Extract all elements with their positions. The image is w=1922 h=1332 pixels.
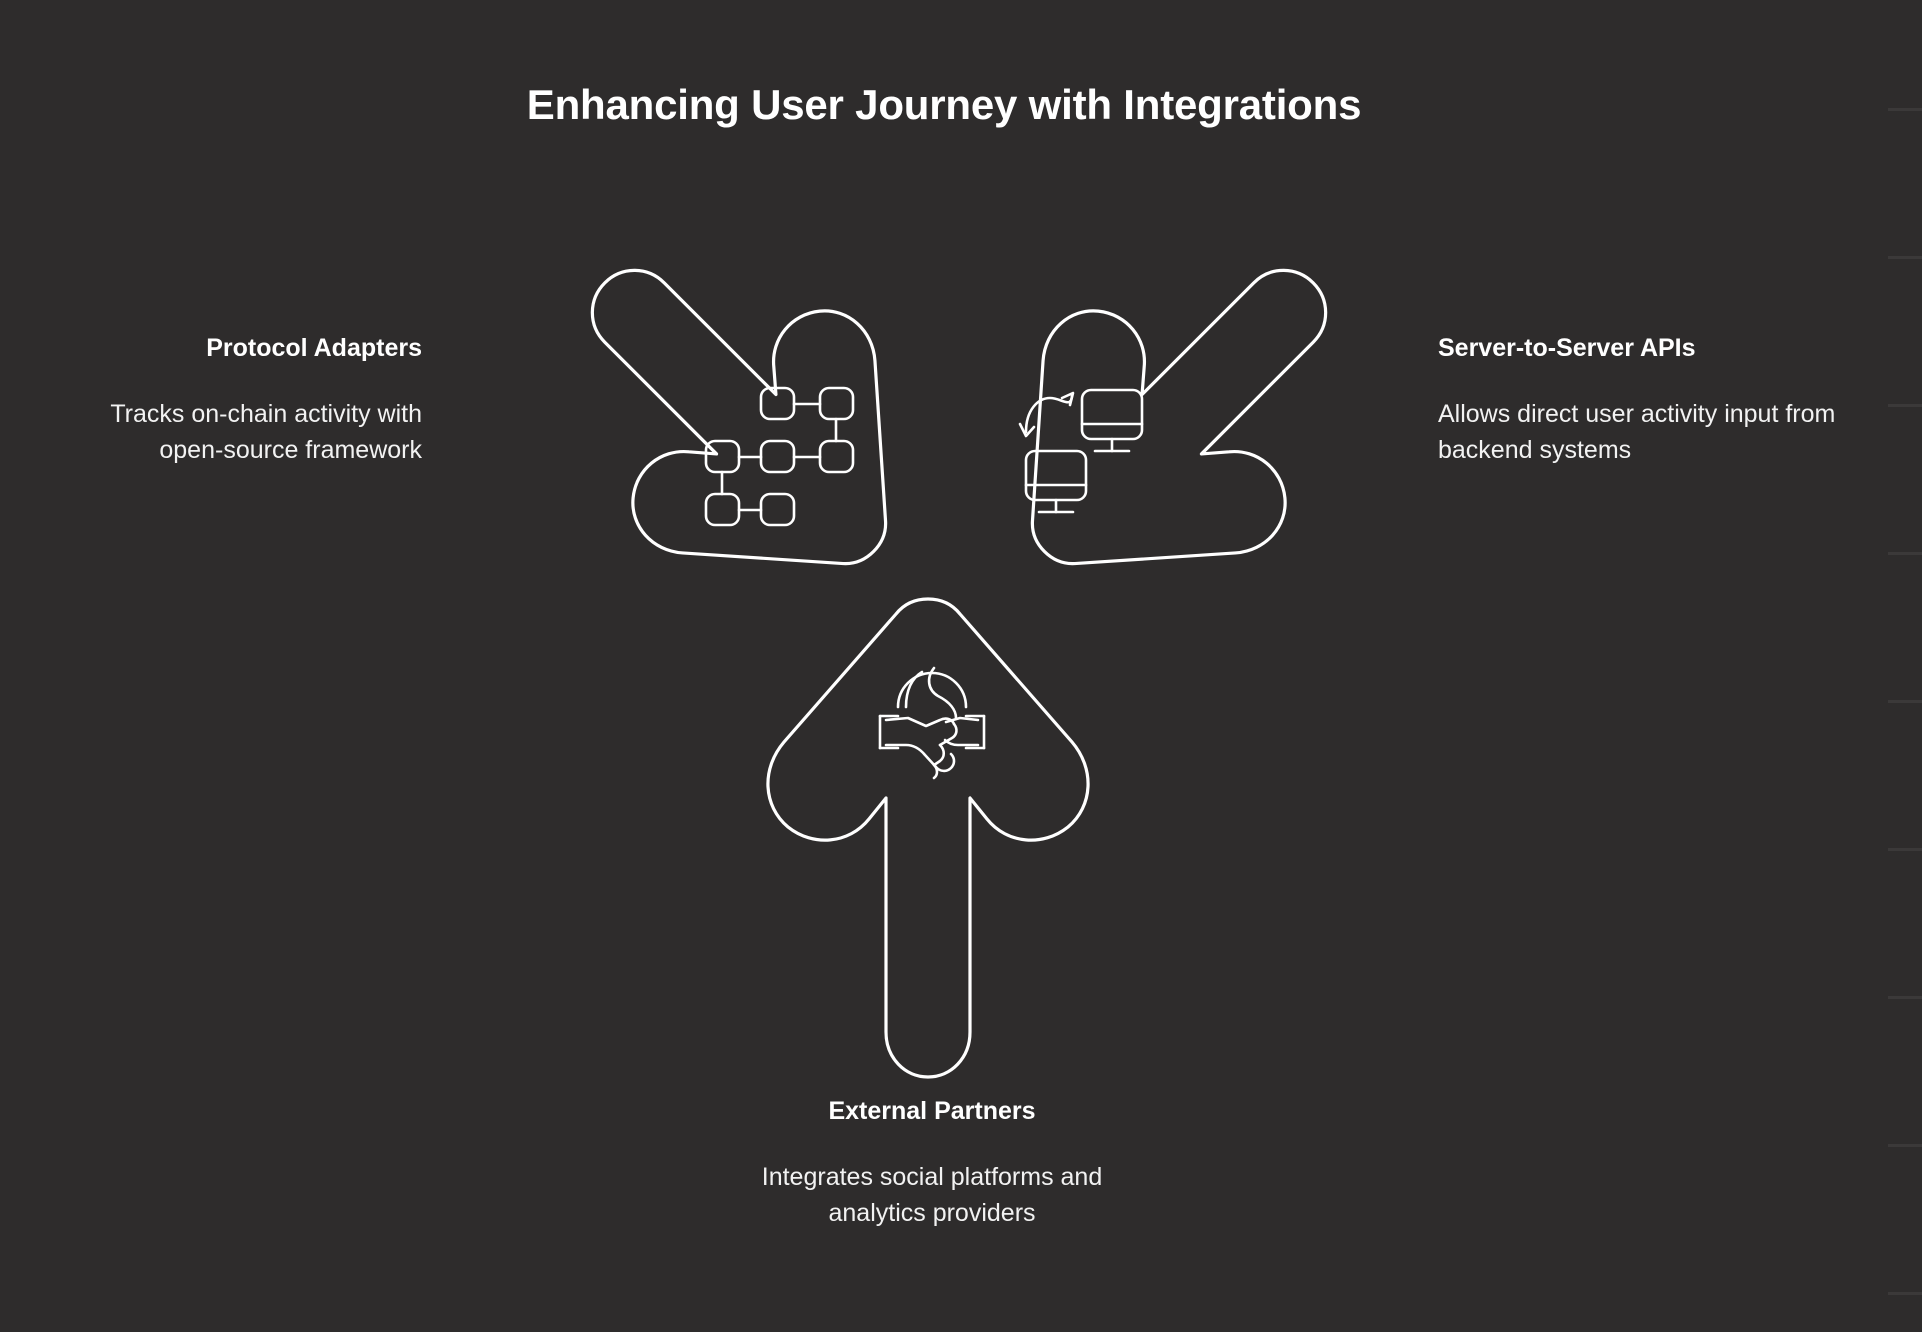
right-edge-strip (1888, 0, 1922, 1332)
node-title-protocol-adapters: Protocol Adapters (206, 334, 422, 362)
node-title-external-partners: External Partners (828, 1097, 1036, 1125)
node-external-partners: External Partners Integrates social plat… (712, 1096, 1152, 1231)
edge-tick (1888, 848, 1922, 851)
node-description-external-partners: Integrates social platforms and analytic… (761, 1163, 1103, 1227)
edge-tick (1888, 700, 1922, 703)
edge-tick (1888, 1144, 1922, 1147)
network-nodes-icon (704, 386, 855, 527)
edge-tick (1888, 108, 1922, 111)
node-title-server-to-server-apis: Server-to-Server APIs (1438, 334, 1696, 362)
edge-tick (1888, 996, 1922, 999)
edge-tick (1888, 552, 1922, 555)
edge-tick (1888, 1292, 1922, 1295)
edge-tick (1888, 256, 1922, 259)
handshake-globe-icon (878, 666, 986, 780)
servers-exchange-icon (1018, 388, 1144, 514)
node-description-server-to-server-apis: Allows direct user activity input from b… (1438, 400, 1836, 464)
arrow-server-to-server-apis (1030, 268, 1328, 566)
arrow-external-partners (766, 597, 1090, 1079)
edge-tick (1888, 404, 1922, 407)
node-description-protocol-adapters: Tracks on-chain activity with open-sourc… (110, 400, 422, 464)
node-protocol-adapters: Protocol Adapters Tracks on-chain activi… (40, 333, 422, 468)
arrow-protocol-adapters (590, 268, 888, 566)
node-server-to-server-apis: Server-to-Server APIs Allows direct user… (1438, 333, 1858, 468)
page-title: Enhancing User Journey with Integrations (526, 81, 1362, 128)
